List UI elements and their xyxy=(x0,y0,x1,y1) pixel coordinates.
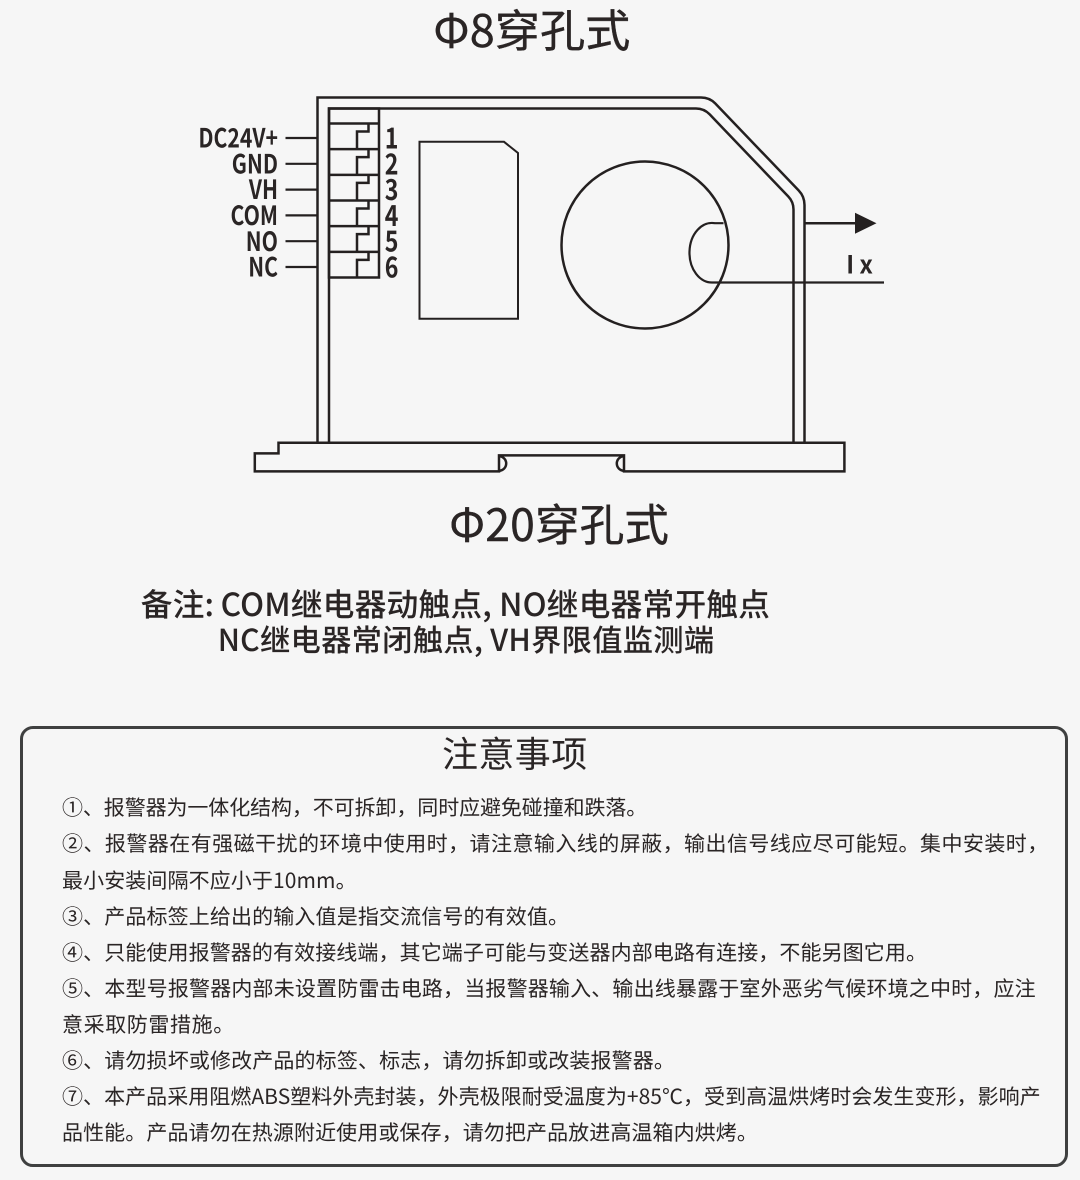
svg-text:5: 5 xyxy=(385,219,399,261)
svg-text:NC: NC xyxy=(248,246,278,285)
svg-text:I x: I x xyxy=(846,246,873,282)
svg-text:COM: COM xyxy=(231,194,278,233)
svg-text:1: 1 xyxy=(385,115,399,157)
svg-text:NO: NO xyxy=(246,220,278,259)
svg-text:3: 3 xyxy=(385,167,399,209)
svg-text:6: 6 xyxy=(385,244,399,286)
svg-text:VH: VH xyxy=(248,168,278,207)
svg-text:DC24V+: DC24V+ xyxy=(198,117,278,156)
svg-text:GND: GND xyxy=(232,142,278,181)
svg-text:4: 4 xyxy=(385,193,399,235)
svg-text:2: 2 xyxy=(385,141,399,183)
